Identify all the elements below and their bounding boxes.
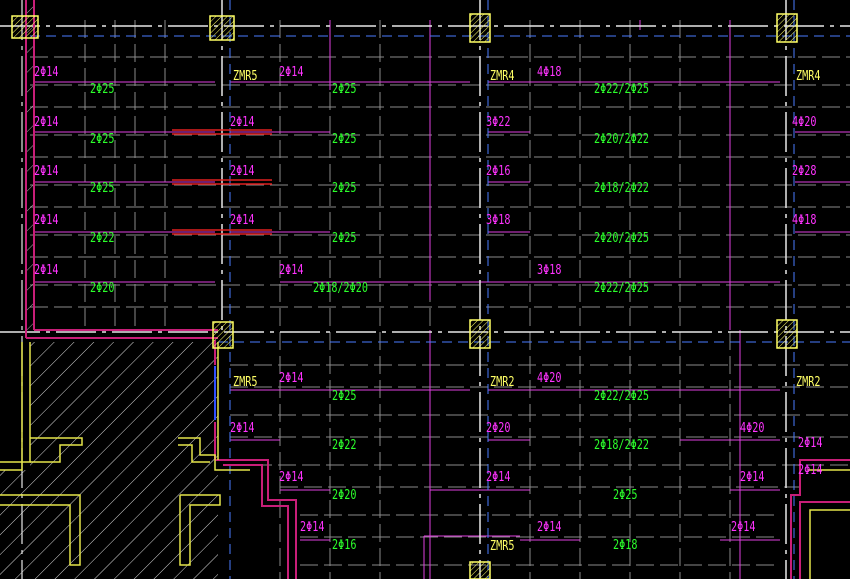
rebar-label: 2Φ22 [90, 231, 115, 246]
rebar-label: 3Φ22 [486, 115, 511, 130]
rebar-label: 2Φ18/2Φ22 [594, 181, 649, 196]
rebar-label: 2Φ25 [613, 488, 638, 503]
rebar-label: 2Φ25 [332, 389, 357, 404]
rebar-label: 2Φ22/2Φ25 [594, 82, 649, 97]
rebar-label: 2Φ22 [332, 438, 357, 453]
rebar-label: 3Φ18 [537, 263, 562, 278]
walls [25, 0, 850, 579]
rebar-label: 2Φ18/2Φ22 [594, 438, 649, 453]
beam-label-zmr5: ZMR5 [233, 375, 258, 390]
rebar-label: 2Φ25 [332, 181, 357, 196]
rebar-label: 2Φ14 [731, 520, 756, 535]
rebar-label: 2Φ14 [279, 263, 304, 278]
rebar-label: 4Φ18 [537, 65, 562, 80]
rebar-label: 2Φ14 [740, 470, 765, 485]
beam-label-zmr4: ZMR4 [490, 69, 515, 84]
rebar-label: 2Φ14 [34, 65, 59, 80]
rebar-label: 4Φ18 [792, 213, 817, 228]
rebar-label: 2Φ20 [332, 488, 357, 503]
beam-label-zmr2: ZMR2 [490, 375, 515, 390]
rebar-label: 2Φ25 [90, 132, 115, 147]
rebar-label: 2Φ16 [332, 538, 357, 553]
rebar-label: 2Φ25 [332, 132, 357, 147]
beam-label-zmr5: ZMR5 [233, 69, 258, 84]
rebar-label: 2Φ14 [34, 115, 59, 130]
rebar-reference-lines [35, 20, 850, 579]
columns [11, 13, 798, 579]
rebar-label: 2Φ14 [34, 164, 59, 179]
rebar-label: 2Φ14 [798, 436, 823, 451]
wall-hatch [27, 0, 33, 330]
red-reference-lines [172, 129, 272, 235]
rebar-label: 2Φ18/2Φ20 [313, 281, 368, 296]
beam-label-zmr4: ZMR4 [796, 69, 821, 84]
column-outlines [0, 342, 850, 579]
rebar-label: 2Φ14 [537, 520, 562, 535]
rebar-label: 2Φ20/2Φ25 [594, 231, 649, 246]
rebar-label: 2Φ14 [230, 164, 255, 179]
rebar-label: 2Φ22/2Φ25 [594, 389, 649, 404]
rebar-label: 2Φ14 [279, 65, 304, 80]
rebar-label: 2Φ20 [90, 281, 115, 296]
rebar-label: 2Φ14 [486, 470, 511, 485]
rebar-label: 2Φ16 [486, 164, 511, 179]
rebar-label: 2Φ14 [300, 520, 325, 535]
dashed-grid [30, 20, 850, 579]
rebar-label: 2Φ14 [34, 263, 59, 278]
rebar-label: 3Φ18 [486, 213, 511, 228]
rebar-label: 2Φ14 [230, 115, 255, 130]
rebar-label: 2Φ25 [332, 231, 357, 246]
beam-label-zmr5: ZMR5 [490, 539, 515, 554]
rebar-label: 2Φ25 [332, 82, 357, 97]
rebar-label: 2Φ14 [279, 371, 304, 386]
rebar-label: 2Φ14 [798, 463, 823, 478]
rebar-label: 2Φ20/2Φ22 [594, 132, 649, 147]
rebar-label: 2Φ28 [792, 164, 817, 179]
hatched-slab-region [0, 342, 218, 579]
beam-label-zmr2: ZMR2 [796, 375, 821, 390]
rebar-label: 2Φ25 [90, 181, 115, 196]
rebar-label: 2Φ18 [613, 538, 638, 553]
rebar-label: 2Φ14 [230, 213, 255, 228]
rebar-label: 2Φ14 [34, 213, 59, 228]
rebar-label: 4Φ20 [792, 115, 817, 130]
rebar-label: 2Φ22/2Φ25 [594, 281, 649, 296]
rebar-label: 4Φ20 [537, 371, 562, 386]
rebar-label: 4Φ20 [740, 421, 765, 436]
rebar-label: 2Φ14 [230, 421, 255, 436]
rebar-label: 2Φ14 [279, 470, 304, 485]
rebar-label: 2Φ25 [90, 82, 115, 97]
rebar-label: 2Φ20 [486, 421, 511, 436]
